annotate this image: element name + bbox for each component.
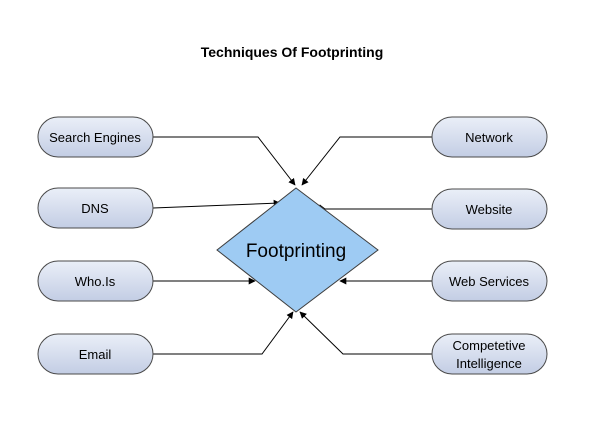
edge-dns	[152, 199, 281, 209]
node-label-line-2: Intelligence	[456, 356, 522, 371]
diagram-title: Techniques Of Footprinting	[200, 44, 384, 60]
node-label-line-1: Competetive	[453, 338, 526, 353]
edge-network	[301, 136, 432, 186]
edge-competitive-intelligence	[299, 311, 432, 355]
node-label: Network	[465, 130, 513, 145]
node-label: Search Engines	[49, 130, 141, 145]
node-label: DNS	[81, 201, 109, 216]
node-competitive-intelligence: Competetive Intelligence	[431, 333, 548, 375]
edge-website	[319, 204, 432, 213]
center-node: Footprinting	[216, 187, 379, 313]
node-network: Network	[431, 116, 548, 158]
left-nodes: Search Engines DNS Who.Is Email	[37, 116, 154, 375]
right-nodes: Network Website Web Services Competetive…	[431, 116, 548, 375]
node-web-services: Web Services	[431, 260, 548, 302]
node-label: Web Services	[449, 274, 529, 289]
node-search-engines: Search Engines	[37, 116, 154, 158]
node-label: Who.Is	[75, 274, 116, 289]
edges	[152, 136, 432, 355]
edge-email	[153, 311, 294, 355]
node-label: Website	[466, 202, 513, 217]
edge-search-engines	[153, 136, 296, 186]
center-label: Footprinting	[246, 241, 346, 262]
node-email: Email	[37, 333, 154, 375]
node-label: Email	[79, 347, 112, 362]
node-website: Website	[431, 188, 548, 230]
node-whois: Who.Is	[37, 260, 154, 302]
node-dns: DNS	[37, 187, 154, 229]
footprinting-diamond	[216, 187, 379, 313]
